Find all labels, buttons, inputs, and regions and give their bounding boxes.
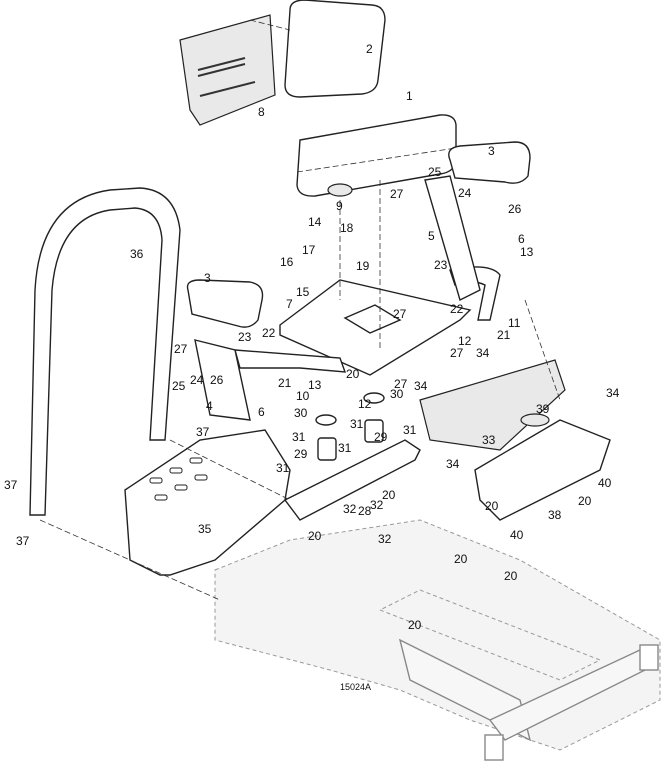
callout-27: 27 xyxy=(393,307,407,321)
bracket-left xyxy=(194,339,251,421)
callout-21: 21 xyxy=(497,328,511,342)
seat-strap-left xyxy=(234,349,347,373)
callout-23: 23 xyxy=(238,330,252,344)
alignment-lines xyxy=(39,19,561,601)
callout-37: 37 xyxy=(4,478,18,492)
seat-base-panel xyxy=(474,419,611,521)
callout-20: 20 xyxy=(346,367,360,381)
back-panel xyxy=(179,14,276,126)
callout-34: 34 xyxy=(446,457,460,471)
callout-27: 27 xyxy=(390,187,404,201)
callout-15: 15 xyxy=(296,285,310,299)
callout-3: 3 xyxy=(488,144,495,158)
backrest xyxy=(284,0,386,98)
callout-31: 31 xyxy=(276,461,290,475)
bracket-right xyxy=(424,175,481,302)
chassis-frame xyxy=(214,519,661,761)
callout-20: 20 xyxy=(504,569,518,583)
callout-40: 40 xyxy=(510,528,524,542)
drawing-number: 15024A xyxy=(340,682,371,692)
side-panel-slots xyxy=(149,457,208,501)
callout-12: 12 xyxy=(458,334,472,348)
side-panel xyxy=(124,429,291,576)
callout-34: 34 xyxy=(606,386,620,400)
panel-slots xyxy=(197,57,256,97)
callout-9: 9 xyxy=(336,199,343,213)
callout-31: 31 xyxy=(292,430,306,444)
callout-26: 26 xyxy=(210,373,224,387)
callout-1: 1 xyxy=(406,89,413,103)
callout-20: 20 xyxy=(454,552,468,566)
callout-10: 10 xyxy=(296,389,310,403)
callout-26: 26 xyxy=(508,202,522,216)
callout-28: 28 xyxy=(358,504,372,518)
callout-19: 19 xyxy=(356,259,370,273)
callout-32: 32 xyxy=(343,502,357,516)
seal-ring xyxy=(520,413,550,427)
callout-7: 7 xyxy=(286,297,293,311)
callout-14: 14 xyxy=(308,215,322,229)
grommet xyxy=(327,183,353,197)
callout-13: 13 xyxy=(520,245,534,259)
callout-40: 40 xyxy=(598,476,612,490)
callout-31: 31 xyxy=(350,417,364,431)
callout-34: 34 xyxy=(414,379,428,393)
armrest-right xyxy=(448,141,531,184)
callout-33: 33 xyxy=(482,433,496,447)
callout-13: 13 xyxy=(308,378,322,392)
callout-4: 4 xyxy=(206,399,213,413)
callout-27: 27 xyxy=(174,342,188,356)
callout-35: 35 xyxy=(198,522,212,536)
callout-23: 23 xyxy=(434,258,448,272)
callout-29: 29 xyxy=(374,430,388,444)
callout-29: 29 xyxy=(294,447,308,461)
callout-24: 24 xyxy=(458,186,472,200)
callout-32: 32 xyxy=(370,498,384,512)
callout-20: 20 xyxy=(578,494,592,508)
roll-bar xyxy=(29,187,181,516)
callout-31: 31 xyxy=(338,441,352,455)
callout-11: 11 xyxy=(508,316,521,330)
callout-2: 2 xyxy=(366,42,373,56)
callout-32: 32 xyxy=(378,532,392,546)
callout-3: 3 xyxy=(204,271,211,285)
springs xyxy=(315,392,385,461)
hinge-panel xyxy=(283,439,421,521)
callout-25: 25 xyxy=(172,379,186,393)
callout-30: 30 xyxy=(294,406,308,420)
callout-8: 8 xyxy=(258,105,265,119)
callout-30: 30 xyxy=(390,387,404,401)
callout-38: 38 xyxy=(548,508,562,522)
armrest-left xyxy=(186,279,264,328)
callout-36: 36 xyxy=(130,247,144,261)
callout-34: 34 xyxy=(476,346,490,360)
callout-27: 27 xyxy=(450,346,464,360)
callout-20: 20 xyxy=(485,499,499,513)
seat-cushion xyxy=(296,114,457,197)
callout-27: 27 xyxy=(394,377,408,391)
callout-12: 12 xyxy=(358,397,372,411)
callout-16: 16 xyxy=(280,255,294,269)
callout-22: 22 xyxy=(450,302,464,316)
callout-21: 21 xyxy=(278,376,292,390)
callout-31: 31 xyxy=(403,423,417,437)
callout-24: 24 xyxy=(190,373,204,387)
callout-22: 22 xyxy=(262,326,276,340)
callout-6: 6 xyxy=(258,405,265,419)
callout-18: 18 xyxy=(340,221,354,235)
callout-37: 37 xyxy=(196,425,210,439)
callout-5: 5 xyxy=(428,229,435,243)
callout-6: 6 xyxy=(518,232,525,246)
callout-17: 17 xyxy=(302,243,316,257)
callout-25: 25 xyxy=(428,165,442,179)
callout-37: 37 xyxy=(16,534,30,548)
callout-20: 20 xyxy=(308,529,322,543)
callout-20: 20 xyxy=(408,618,422,632)
callout-20: 20 xyxy=(382,488,396,502)
callout-39: 39 xyxy=(536,402,550,416)
